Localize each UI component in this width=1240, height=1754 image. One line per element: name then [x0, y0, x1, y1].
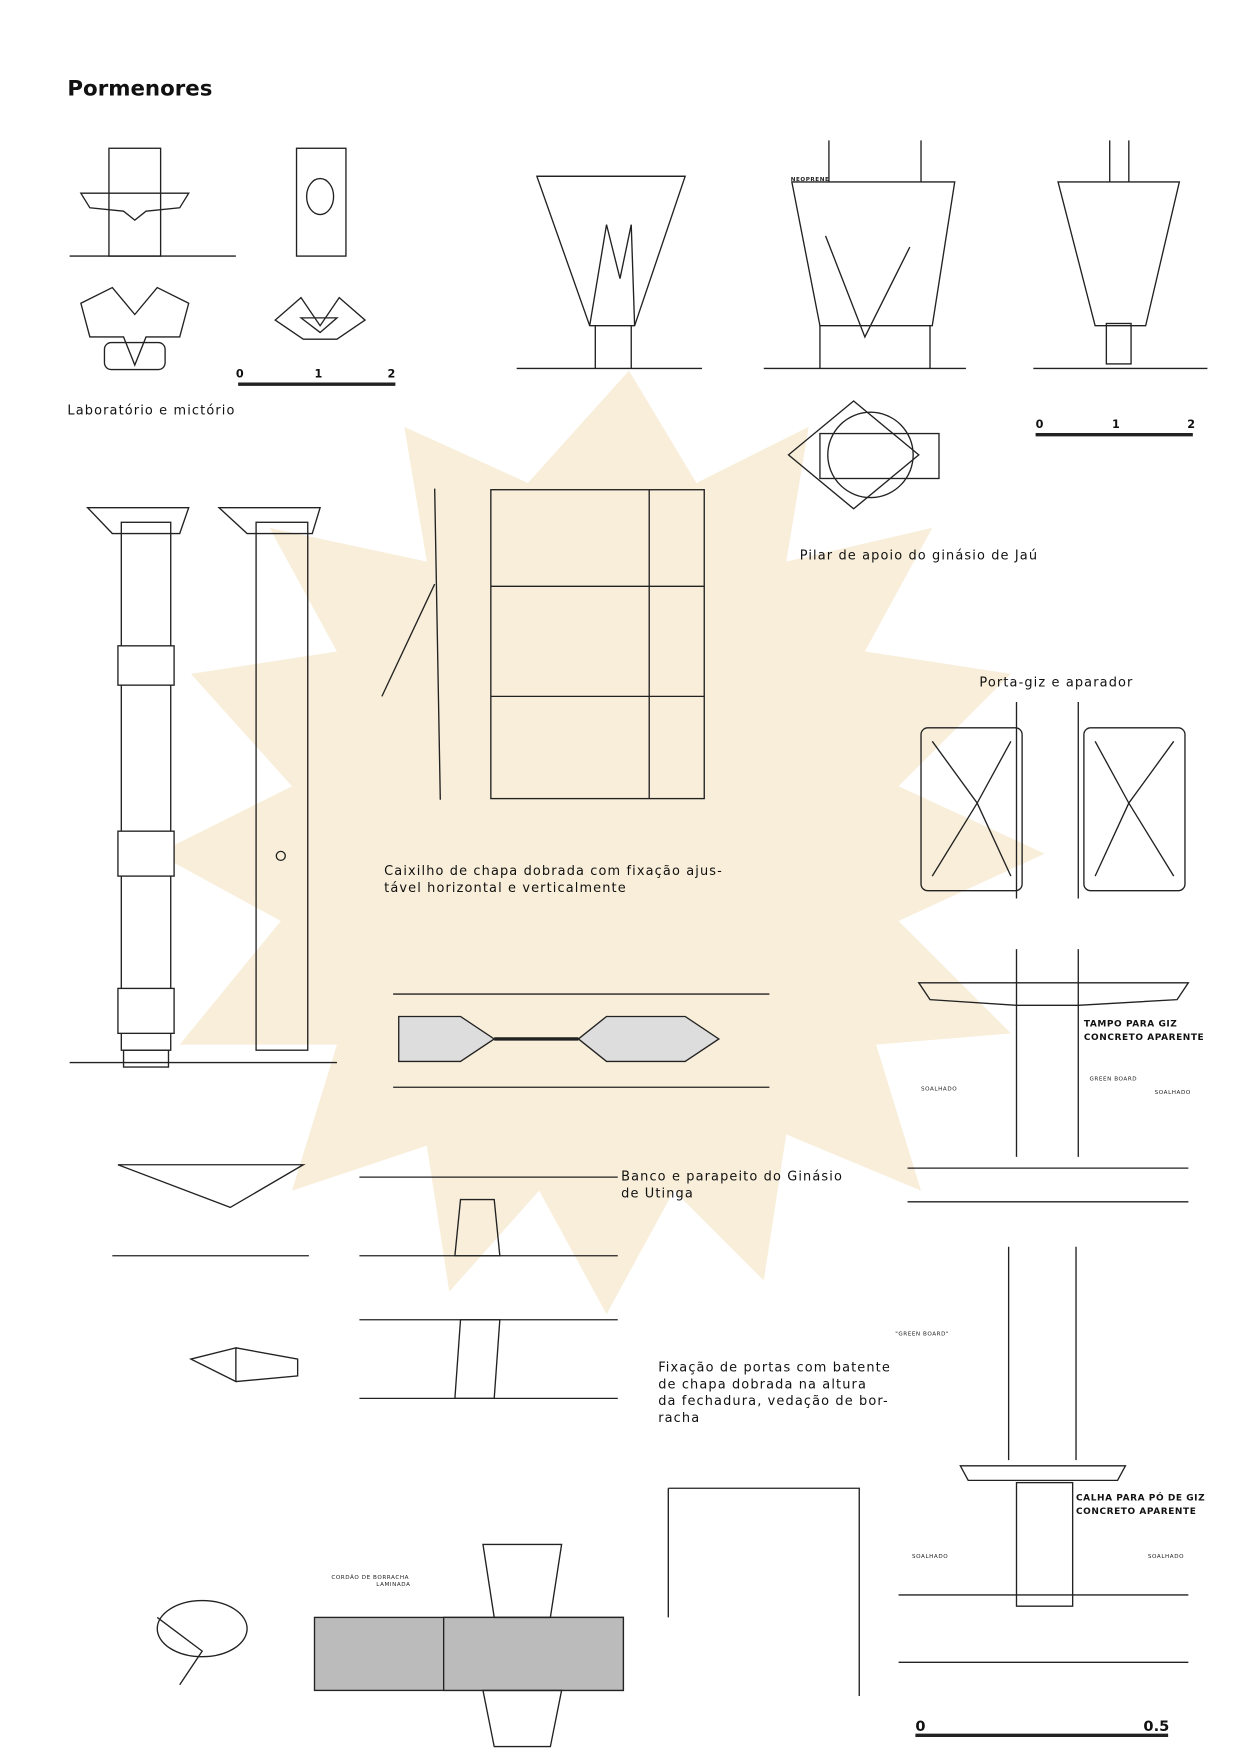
caption-line: da fechadura, vedação de bor-: [658, 1392, 889, 1409]
label-green-board: "GREEN BOARD": [895, 1330, 950, 1338]
label-cordao: CORDÃO DE BORRACHA LAMINADA: [331, 1575, 410, 1588]
label-neoprene: NEOPRENE: [790, 176, 830, 184]
scale-label: 1: [1111, 418, 1120, 432]
caption-line: tável horizontal e verticalmente: [384, 879, 627, 896]
banco-drawing: [112, 1164, 618, 1400]
label-line: LAMINADA: [376, 1581, 411, 1589]
label-soalhado: SOALHADO: [1147, 1553, 1185, 1561]
caption-line: Banco e parapeito do Ginásio: [621, 1168, 843, 1184]
caixilho-section-drawing: [393, 993, 770, 1088]
label-line: CORDÃO DE BORRACHA: [331, 1574, 410, 1582]
label-line: CONCRETO APARENTE: [1076, 1506, 1197, 1517]
label-green-board: GREEN BOARD: [1089, 1076, 1138, 1083]
caption-fixacao: Fixação de portas com batente de chapa d…: [658, 1359, 891, 1426]
label-soalhado: SOALHADO: [921, 1086, 958, 1093]
label-tampo: TAMPO PARA GIZ CONCRETO APARENTE: [1084, 1018, 1204, 1045]
caixilho-window-drawing: [381, 488, 705, 800]
scale-label: 0.5: [1143, 1718, 1170, 1736]
pilar-drawing: [516, 140, 1208, 510]
label-soalhado: SOALHADO: [1154, 1089, 1191, 1097]
label-line: TAMPO PARA GIZ: [1083, 1018, 1178, 1029]
caption-line: Caixilho de chapa dobrada com fixação aj…: [384, 862, 723, 879]
label-line: CALHA PARA PÓ DE GIZ: [1076, 1492, 1206, 1503]
watermark-star: [157, 370, 1045, 1315]
caixilho-column-drawing: [69, 507, 337, 1068]
caption-pilar: Pilar de apoio do ginásio de Jaú: [799, 546, 1039, 563]
scale-label: 1: [314, 368, 323, 381]
label-calha: CALHA PARA PÓ DE GIZ CONCRETO APARENTE: [1076, 1492, 1205, 1519]
scale-label: 0: [235, 368, 244, 381]
scale-label: 0: [1035, 418, 1044, 432]
scale-label: 2: [387, 368, 396, 381]
label-soalhado: SOALHADO: [912, 1553, 949, 1561]
label-line: CONCRETO APARENTE: [1083, 1032, 1205, 1043]
caption-line: de chapa dobrada na altura: [658, 1375, 868, 1392]
caption-line: de Utinga: [621, 1184, 694, 1201]
door-fixing-drawing: [156, 1487, 860, 1748]
porta-giz-drawing: [898, 702, 1190, 1664]
caption-line: racha: [658, 1409, 701, 1426]
caption-porta-giz: Porta-giz e aparador: [979, 673, 1134, 690]
scale-label: 0: [915, 1718, 926, 1736]
lavatorio-drawing: [69, 147, 367, 371]
caption-caixilho: Caixilho de chapa dobrada com fixação aj…: [384, 863, 723, 897]
caption-line: Fixação de portas com batente: [658, 1359, 891, 1375]
scale-label: 2: [1187, 418, 1196, 432]
page-title: Pormenores: [67, 76, 213, 102]
caption-lavatorio: Laboratório e mictório: [67, 402, 236, 418]
caption-banco: Banco e parapeito do Ginásio de Utinga: [621, 1168, 843, 1202]
